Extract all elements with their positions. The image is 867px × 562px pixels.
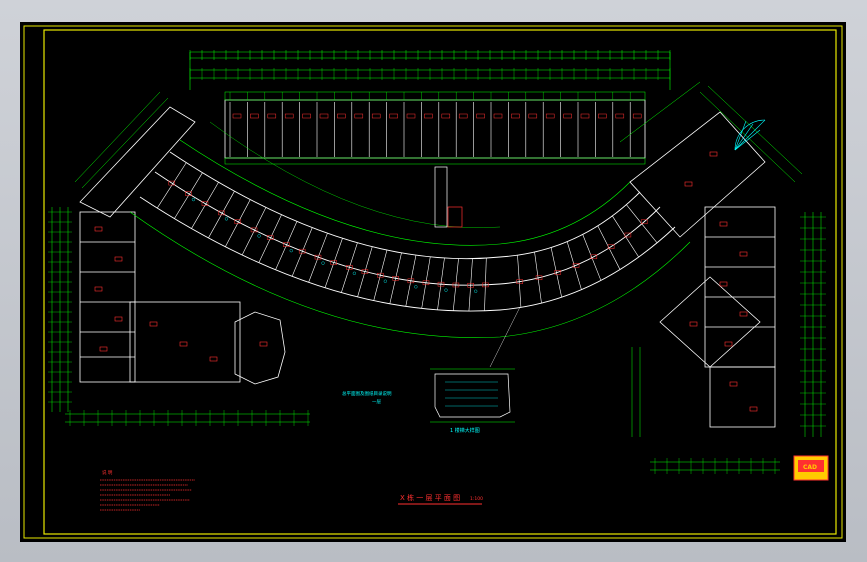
sheet-border-outer [23, 25, 843, 539]
stair-detail-label: 1 楼梯大样图 [450, 427, 480, 434]
stair-detail [430, 306, 521, 423]
long-row-building [224, 91, 646, 165]
right-wing-dimensions [619, 81, 822, 471]
center-note-sub: 一层 [372, 399, 381, 405]
notes-header: 说 明 [102, 469, 113, 476]
top-dimension-ticks [189, 50, 671, 80]
floor-plan-drawing: 总平面图及图纸目录说明 一层 1 楼梯大样图 说 明 X 栋 一 层 平 面 图… [23, 25, 843, 539]
cad-logo: CAD [793, 455, 829, 481]
left-dimension-ticks [48, 211, 309, 426]
curved-wing [129, 121, 691, 338]
spiral-stair [734, 119, 766, 151]
long-row-cells [229, 92, 642, 157]
right-dimension-ticks [654, 216, 826, 474]
drawing-canvas[interactable]: 总平面图及图纸目录说明 一层 1 楼梯大样图 说 明 X 栋 一 层 平 面 图… [20, 22, 846, 542]
drawing-title: X 栋 一 层 平 面 图 [400, 493, 460, 502]
sheet-border-inner [43, 29, 837, 535]
left-wing [79, 106, 286, 385]
logo-text: CAD [803, 464, 817, 471]
left-wing-dimensions [51, 91, 310, 423]
center-note: 总平面图及图纸目录说明 [342, 390, 392, 397]
red-annotations [94, 151, 758, 412]
notes-text-lines [100, 479, 195, 511]
drawing-scale: 1:100 [470, 496, 483, 502]
right-wing [629, 111, 776, 428]
curved-wing-rooms [156, 162, 658, 312]
central-link [434, 166, 463, 228]
